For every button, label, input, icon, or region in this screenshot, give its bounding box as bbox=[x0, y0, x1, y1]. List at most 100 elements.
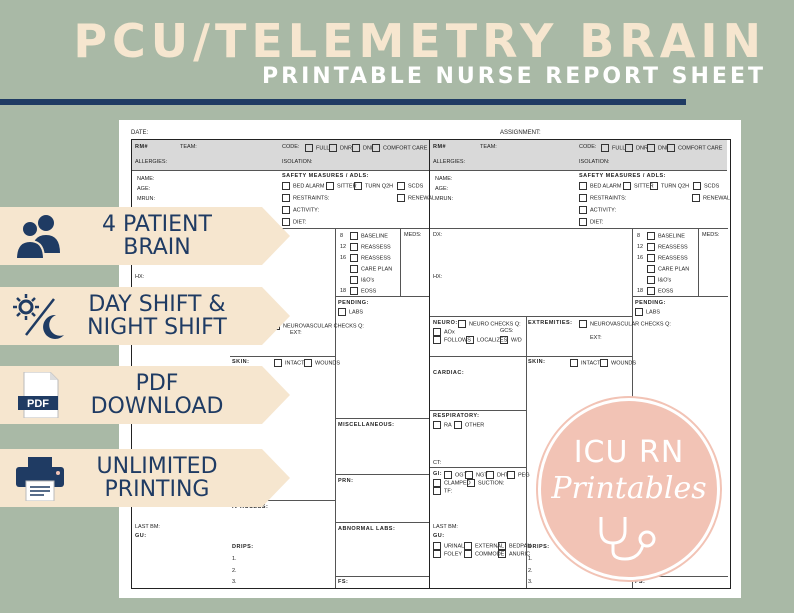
checkbox-icon bbox=[570, 359, 578, 367]
patient-column-1: RM# TEAM: CODE: FULL DNR DNI COMFORT CAR… bbox=[132, 140, 435, 588]
checkbox-icon bbox=[579, 206, 587, 214]
code-option: COMFORT CARE bbox=[372, 144, 427, 152]
banner-line: 4 PATIENT bbox=[102, 212, 212, 237]
checkbox-icon bbox=[350, 276, 358, 284]
divider bbox=[335, 522, 429, 523]
safety-option: SITTER bbox=[326, 182, 357, 190]
extremities-label: EXTREMITIES: bbox=[528, 320, 573, 326]
checkbox-icon bbox=[354, 182, 362, 190]
checkbox-icon bbox=[305, 144, 313, 152]
feature-banner-shifts: DAY SHIFT & NIGHT SHIFT bbox=[0, 287, 290, 345]
task-row: CARE PLAN bbox=[637, 265, 689, 273]
divider bbox=[632, 576, 728, 577]
skin-label: SKIN: bbox=[232, 359, 250, 365]
checkbox-icon bbox=[647, 276, 655, 284]
checkbox-icon bbox=[498, 550, 506, 558]
skin-option: INTACT bbox=[570, 359, 600, 367]
restraints-option: RESTRAINTS: bbox=[579, 194, 626, 202]
fs-label: FS: bbox=[338, 579, 349, 585]
checkbox-icon bbox=[350, 232, 358, 240]
checkbox-icon bbox=[433, 550, 441, 558]
code-option: DNR bbox=[329, 144, 352, 152]
team-label: TEAM: bbox=[180, 144, 197, 150]
divider bbox=[430, 356, 632, 357]
sun-moon-icon bbox=[13, 294, 64, 339]
feature-banner-pdf: PDF PDF DOWNLOAD bbox=[0, 366, 290, 424]
people-icon bbox=[14, 215, 60, 259]
patient-column-2: RM# TEAM: CODE: FULL DNR DNI COMFORT CAR… bbox=[430, 140, 730, 588]
drip-line: 1. bbox=[528, 556, 533, 562]
checkbox-icon bbox=[326, 182, 334, 190]
code-label: CODE: bbox=[579, 144, 597, 150]
checkbox-icon bbox=[454, 421, 462, 429]
checkbox-icon bbox=[579, 320, 587, 328]
gu-label: GU: bbox=[433, 533, 445, 539]
diet-option: DIET: bbox=[579, 218, 603, 226]
safety-option: TURN Q2H bbox=[354, 182, 393, 190]
task-row: CARE PLAN bbox=[340, 265, 392, 273]
cardiac-label: CARDIAC: bbox=[433, 370, 465, 376]
checkbox-icon bbox=[635, 308, 643, 316]
drip-line: 3. bbox=[528, 579, 533, 585]
activity-option: ACTIVITY: bbox=[579, 206, 616, 214]
pending-label: PENDING: bbox=[635, 300, 666, 306]
checkbox-icon bbox=[486, 471, 494, 479]
mrun-label: MRUN: bbox=[435, 196, 454, 202]
badge-line-1: ICU RN bbox=[573, 435, 685, 470]
skin-label: SKIN: bbox=[528, 359, 546, 365]
neuro-option: LOCALIZES bbox=[466, 336, 507, 344]
checkbox-icon bbox=[693, 182, 701, 190]
page-title: PCU/TELEMETRY BRAIN bbox=[73, 14, 766, 68]
checkbox-icon bbox=[458, 320, 466, 328]
neuro-checks-option: NEURO CHECKS Q: bbox=[458, 320, 521, 328]
divider bbox=[335, 418, 429, 419]
code-option: FULL bbox=[601, 144, 625, 152]
checkbox-icon bbox=[350, 243, 358, 251]
code-option: FULL bbox=[305, 144, 329, 152]
gu-option: URINAL bbox=[433, 542, 464, 550]
patient-info-row: NAME: AGE: MRUN: SAFETY MEASURES / ADLS:… bbox=[132, 170, 435, 228]
gi-option: NGT bbox=[465, 471, 488, 479]
checkbox-icon bbox=[433, 542, 441, 550]
safety-option: BED ALARM bbox=[579, 182, 621, 190]
checkbox-icon bbox=[464, 550, 472, 558]
gcs-label: GCS: bbox=[500, 328, 514, 334]
safety-option: SCDS bbox=[397, 182, 423, 190]
task-row: I&O's bbox=[340, 276, 374, 284]
checkbox-icon bbox=[647, 287, 655, 295]
divider bbox=[335, 296, 429, 297]
last-bm-label: LAST BM: bbox=[433, 524, 458, 530]
resp-option: OTHER bbox=[454, 421, 484, 429]
title-rule bbox=[0, 99, 686, 105]
banner-line: BRAIN bbox=[123, 235, 191, 260]
hx-label: HX: bbox=[433, 274, 443, 280]
divider bbox=[632, 296, 728, 297]
sheet-grid: RM# TEAM: CODE: FULL DNR DNI COMFORT CAR… bbox=[131, 139, 731, 589]
banner-line: PRINTING bbox=[104, 477, 210, 502]
checkbox-icon bbox=[647, 232, 655, 240]
ext-label: EXT: bbox=[290, 330, 302, 336]
rm-label: RM# bbox=[433, 144, 447, 150]
ext-label: EXT: bbox=[590, 335, 602, 341]
resp-option: RA bbox=[433, 421, 452, 429]
banner-text: PDF DOWNLOAD bbox=[82, 372, 232, 418]
divider bbox=[400, 228, 401, 296]
meds-label: MEDS: bbox=[404, 232, 422, 238]
drip-line: 2. bbox=[232, 568, 237, 574]
respiratory-label: RESPIRATORY: bbox=[433, 413, 480, 419]
banner-line: PDF bbox=[135, 371, 179, 396]
allergies-label: ALLERGIES: bbox=[135, 159, 168, 165]
divider bbox=[430, 467, 526, 468]
safety-label: SAFETY MEASURES / ADLS: bbox=[579, 173, 666, 179]
divider bbox=[430, 410, 526, 411]
labs-option: LABS bbox=[635, 308, 660, 316]
checkbox-icon bbox=[465, 471, 473, 479]
sheet-date: DATE: bbox=[131, 130, 149, 136]
skin-option: WOUNDS bbox=[600, 359, 636, 367]
neuro-label: NEURO: bbox=[433, 320, 458, 326]
checkbox-icon bbox=[692, 194, 700, 202]
feature-banner-printing: UNLIMITED PRINTING bbox=[0, 449, 290, 507]
